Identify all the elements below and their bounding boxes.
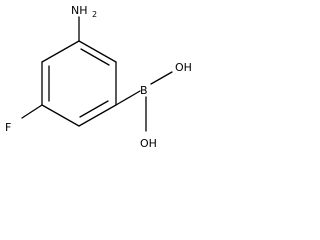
bond-ring-to-f — [21, 104, 43, 119]
ring-double-bond-inner-1 — [80, 48, 110, 66]
ring-bond-c1-c2 — [78, 40, 117, 63]
hydroxyl-bottom-label: OH — [140, 137, 157, 150]
ring-bond-c6-c1 — [41, 40, 80, 63]
boron-label: B — [140, 84, 148, 97]
fluorine-label: F — [5, 121, 11, 134]
hydroxyl-top-label: OH — [175, 61, 192, 74]
bond-b-to-oh-top — [150, 71, 173, 85]
ring-double-bond-inner-2 — [79, 100, 109, 118]
amine-subscript: 2 — [92, 10, 97, 19]
bond-ring-to-b — [115, 90, 141, 106]
ring-bond-c4-c5 — [41, 104, 80, 127]
molecule-svg: NH 2 F B OH OH — [5, 4, 192, 150]
amine-label: NH — [71, 4, 88, 17]
structure-diagram: NH 2 F B OH OH — [0, 0, 198, 178]
ring-bond-c3-c4 — [78, 104, 117, 127]
